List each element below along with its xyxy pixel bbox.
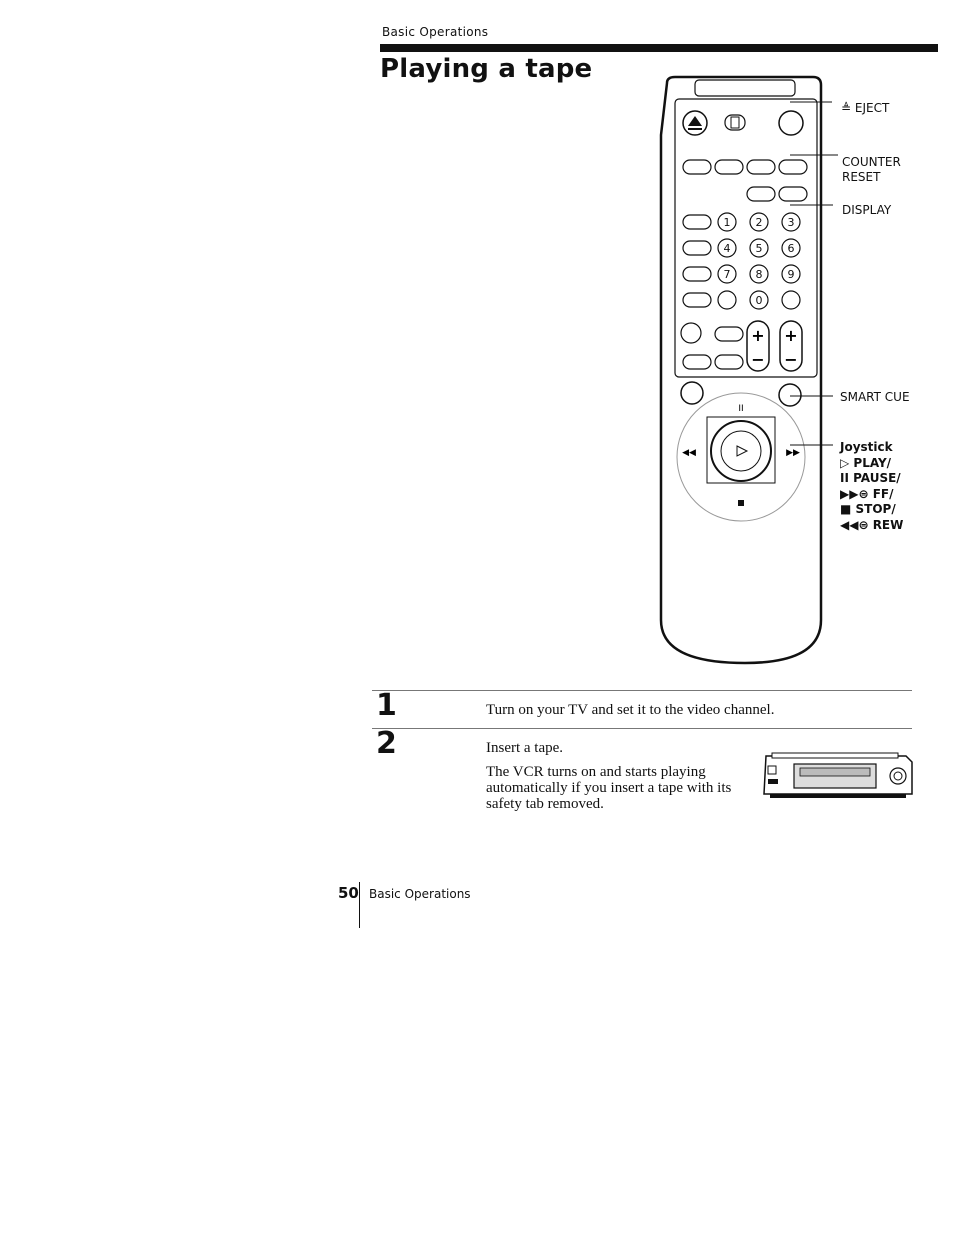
page-title: Playing a tape (380, 54, 593, 84)
running-header: Basic Operations (382, 25, 489, 39)
key-8: 8 (756, 268, 763, 281)
label-counter-reset-1: COUNTER (842, 155, 901, 169)
eject-button (682, 110, 708, 136)
callout-lines (790, 101, 838, 446)
label-pause: II PAUSE/ (840, 471, 901, 485)
header-rule (380, 44, 938, 52)
key-7: 7 (724, 268, 731, 281)
footer-section-label: Basic Operations (369, 887, 471, 901)
label-eject: ≜ EJECT (841, 101, 890, 115)
step-2-detail: The VCR turns on and starts playing auto… (486, 764, 732, 812)
step-1-number: 1 (376, 688, 397, 723)
footer-divider (359, 882, 360, 928)
label-ff: ▶▶⊜ FF/ (840, 487, 894, 501)
step-2-rule (372, 728, 912, 729)
label-smart-cue: SMART CUE (840, 390, 910, 404)
vcr-illustration (763, 752, 913, 798)
key-4: 4 (724, 242, 731, 255)
step-1-text: Turn on your TV and set it to the video … (486, 702, 775, 718)
label-stop: ■ STOP/ (840, 502, 896, 516)
svg-text:+: + (751, 326, 764, 345)
key-5: 5 (756, 242, 763, 255)
label-counter-reset-2: RESET (842, 170, 881, 184)
label-rew: ◀◀⊜ REW (840, 518, 904, 532)
label-play: ▷ PLAY/ (840, 456, 892, 470)
svg-text:▶▶: ▶▶ (786, 448, 800, 458)
page-number: 50 (338, 884, 359, 902)
svg-text:II: II (738, 404, 743, 414)
key-9: 9 (788, 268, 795, 281)
svg-text:−: − (751, 350, 764, 369)
display-button (778, 186, 808, 202)
smart-cue-button (778, 383, 802, 407)
svg-text:◀◀: ◀◀ (682, 448, 696, 458)
key-6: 6 (788, 242, 795, 255)
joystick (710, 420, 772, 482)
number-keypad (717, 212, 801, 310)
step-2-text: Insert a tape. (486, 740, 564, 756)
key-0: 0 (756, 294, 763, 307)
key-1: 1 (724, 216, 731, 229)
step-1-rule (372, 690, 912, 691)
svg-text:−: − (784, 350, 797, 369)
counter-reset-button (714, 159, 744, 175)
label-display: DISPLAY (842, 203, 892, 217)
svg-text:+: + (784, 326, 797, 345)
step-2-number: 2 (376, 726, 397, 761)
label-joystick: Joystick (840, 440, 893, 454)
key-2: 2 (756, 216, 763, 229)
key-3: 3 (788, 216, 795, 229)
remote-control-illustration: 1 2 3 4 5 6 7 8 9 0 + − + − II ◀◀ ▶▶ (659, 75, 823, 665)
